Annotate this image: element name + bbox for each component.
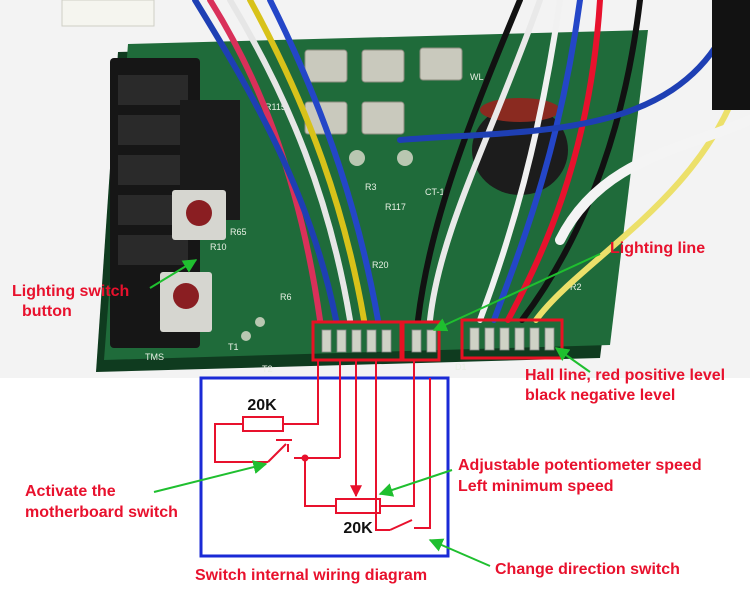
hall-line-label-line1: Hall line, red positive level — [525, 367, 726, 384]
hall-line-label-line2: black negative level — [525, 387, 676, 404]
silk-r115: R115 — [265, 102, 286, 112]
silk-r3: R3 — [365, 182, 377, 192]
lighting-switch-label-line1: Lighting switch — [12, 283, 130, 300]
resistor-top-label: 20K — [247, 397, 277, 414]
pcb-photo: R115 R3 R10 R65 TMS T1 T2 R6 R20 R117 CT… — [0, 0, 750, 380]
silk-t1: T1 — [228, 342, 239, 352]
resistor-bottom-label: 20K — [343, 520, 373, 537]
silk-tms: TMS — [145, 352, 164, 362]
silk-r2: R2 — [570, 282, 582, 292]
lighting-pads-box — [401, 320, 441, 362]
arrow-hall-line — [554, 347, 591, 373]
plug-connector — [61, 0, 155, 27]
cable-sleeve — [712, 0, 750, 110]
arrow-activate-switch — [153, 460, 268, 493]
lighting-switch-label-line2: button — [22, 303, 72, 320]
arrow-potentiometer — [378, 469, 453, 497]
callout-arrows — [149, 253, 601, 567]
arrow-lighting-switch — [149, 259, 198, 289]
change-direction-label: Change direction switch — [495, 561, 680, 578]
wire-bundle — [192, 0, 750, 323]
silk-t2: T2 — [262, 364, 273, 374]
lighting-switch-button-2 — [160, 272, 212, 332]
wiring-schematic — [214, 360, 431, 531]
silk-wl: WL — [470, 72, 484, 82]
potentiometer-label-line1: Adjustable potentiometer speed — [458, 457, 702, 474]
arrow-direction-switch — [428, 538, 491, 567]
wiring-diagram-caption: Switch internal wiring diagram — [195, 567, 428, 584]
lighting-line-label: Lighting line — [610, 240, 706, 257]
silk-d1: D1 — [455, 362, 467, 372]
lighting-switch-button-1 — [172, 190, 226, 240]
potentiometer-label-line2: Left minimum speed — [458, 478, 614, 495]
silk-ct1: CT-1 — [425, 187, 445, 197]
arrow-lighting-line — [432, 253, 601, 332]
silk-r10: R10 — [210, 242, 227, 252]
wiring-diagram-box — [199, 376, 450, 558]
silk-r6: R6 — [280, 292, 292, 302]
activate-switch-label-line1: Activate the — [25, 483, 116, 500]
hall-pads-box — [460, 318, 564, 360]
activate-switch-label-line2: motherboard switch — [25, 504, 178, 521]
silk-r65: R65 — [230, 227, 247, 237]
silk-r20: R20 — [372, 260, 389, 270]
silk-r117: R117 — [385, 202, 406, 212]
